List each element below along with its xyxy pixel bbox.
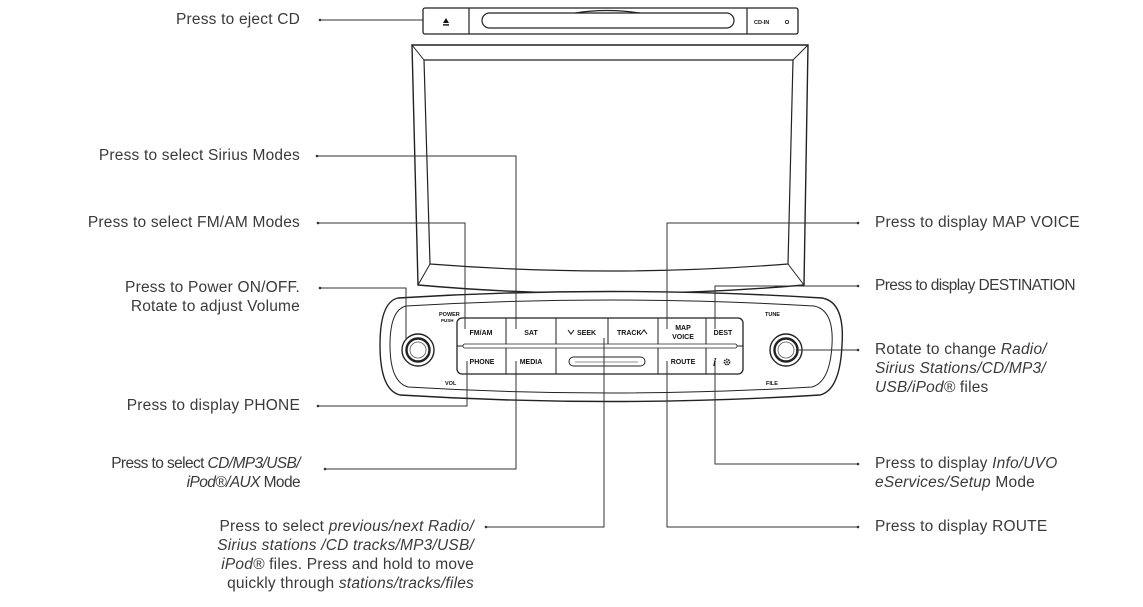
callout-media-mode: Press to select CD/MP3/USB/ iPod®/AUX Mo… (111, 455, 300, 491)
cd-in-indicator-icon (785, 19, 790, 24)
gear-icon (723, 358, 731, 366)
svg-text:ROUTE: ROUTE (671, 359, 696, 366)
svg-text:MEDIA: MEDIA (520, 359, 543, 366)
svg-text:VOICE: VOICE (672, 334, 694, 341)
tune-label: TUNE (765, 312, 780, 318)
svg-text:TRACK: TRACK (617, 330, 642, 337)
callout-route: Press to display ROUTE (875, 518, 1048, 535)
callout-fm-am-modes: Press to select FM/AM Modes (87, 214, 300, 231)
callout-tune-file: Rotate to change Radio/ Sirius Stations/… (875, 341, 1047, 396)
svg-text:SEEK: SEEK (577, 330, 596, 337)
svg-text:SAT: SAT (524, 330, 538, 337)
media-button[interactable]: MEDIA (520, 359, 543, 366)
callout-power-volume: Press to Power ON/OFF. Rotate to adjust … (125, 279, 300, 315)
chevron-up-icon (640, 329, 648, 335)
callout-eject-cd: Press to eject CD (176, 11, 300, 28)
route-button[interactable]: ROUTE (671, 359, 696, 366)
svg-text:PHONE: PHONE (470, 359, 495, 366)
phone-button[interactable]: PHONE (470, 359, 495, 366)
cd-in-label: CD-IN (754, 20, 769, 26)
tune-knob[interactable] (769, 333, 803, 367)
callout-sirius-modes: Press to select Sirius Modes (98, 147, 300, 164)
cd-slot-panel: CD-IN (422, 7, 799, 35)
display-screen (411, 44, 809, 295)
chevron-down-icon (567, 329, 575, 335)
callout-seek-track: Press to select previous/next Radio/ Sir… (217, 518, 474, 592)
power-label: POWER (439, 312, 460, 318)
dest-button[interactable]: DEST (714, 330, 733, 337)
leader-dots (315, 18, 860, 529)
map-voice-button[interactable]: MAP VOICE (672, 325, 694, 341)
eject-icon[interactable] (443, 18, 449, 26)
center-slot (568, 356, 646, 367)
push-label: PUSH (441, 318, 454, 323)
fm-am-button[interactable]: FM/AM (470, 330, 493, 337)
file-label: FILE (766, 381, 778, 387)
seek-button[interactable]: SEEK (567, 329, 596, 337)
callout-destination: Press to display DESTINATION (875, 277, 1076, 294)
track-button[interactable]: TRACK (617, 329, 648, 337)
sat-button[interactable]: SAT (524, 330, 538, 337)
callout-info-setup: Press to display Info/UVO eServices/Setu… (875, 455, 1058, 491)
svg-text:MAP: MAP (675, 325, 691, 332)
leader-lines (317, 19, 858, 528)
volume-knob[interactable] (401, 333, 435, 367)
callout-map-voice: Press to display MAP VOICE (875, 214, 1080, 231)
control-panel: POWER PUSH VOL TUNE FILE FM/AM SAT SEEK (379, 290, 844, 403)
vol-label: VOL (445, 381, 457, 387)
callout-phone: Press to display PHONE (126, 397, 300, 414)
svg-text:FM/AM: FM/AM (470, 330, 493, 337)
svg-text:DEST: DEST (714, 330, 733, 337)
